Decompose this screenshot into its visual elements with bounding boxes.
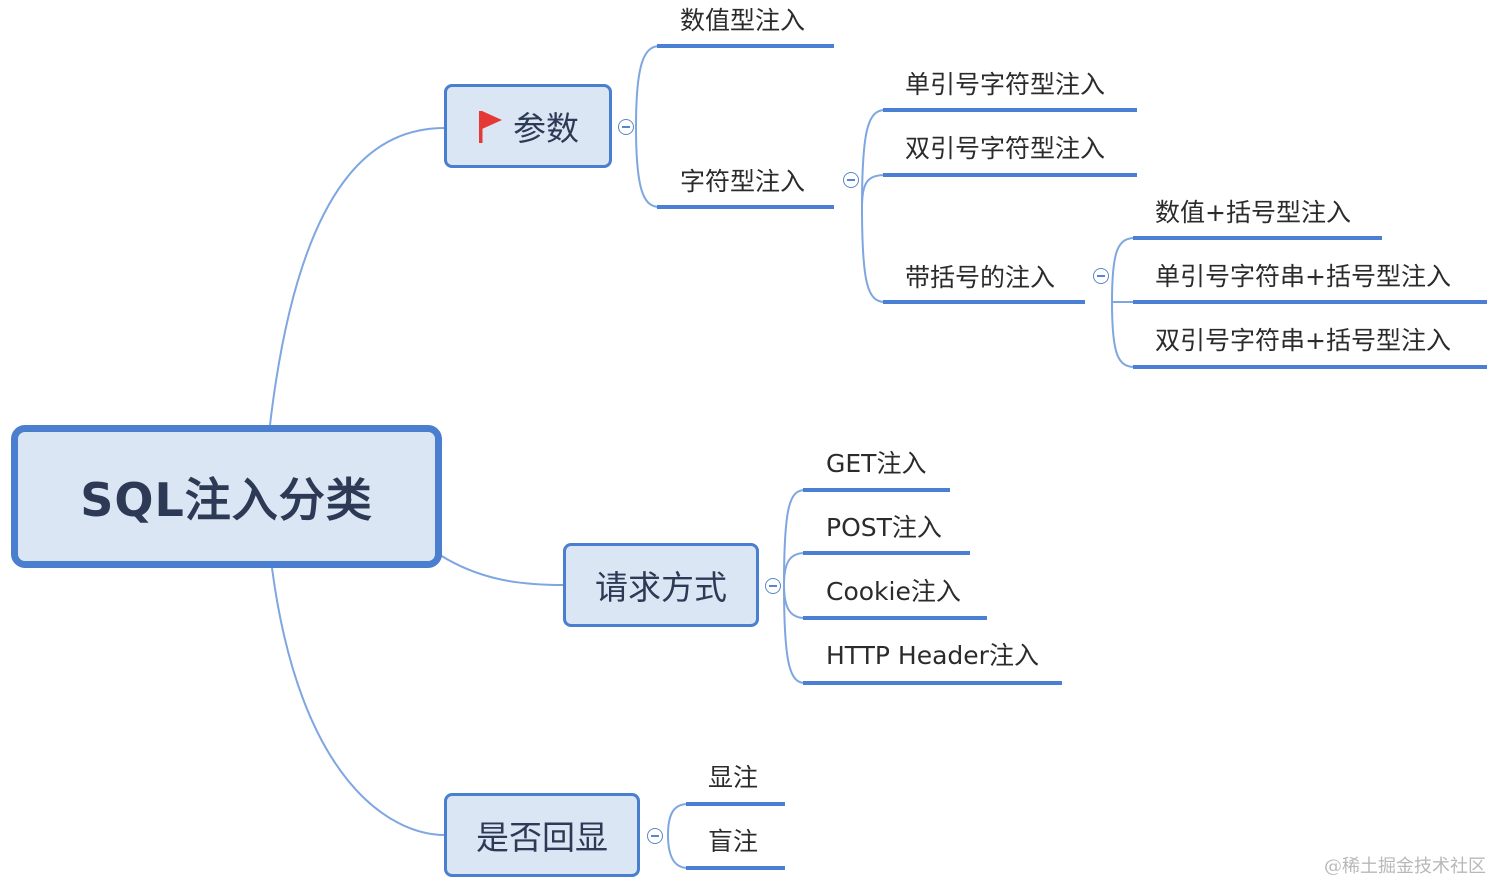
collapse-toggle-string[interactable]	[843, 172, 859, 188]
node-post-injection[interactable]: POST注入	[826, 513, 942, 542]
node-single-bracket-injection[interactable]: 单引号字符串+括号型注入	[1155, 262, 1451, 291]
node-visible-injection[interactable]: 显注	[708, 763, 759, 792]
node-string-injection[interactable]: 字符型注入	[680, 167, 806, 196]
node-blind-injection[interactable]: 盲注	[708, 827, 759, 856]
watermark: @稀土掘金技术社区	[1324, 856, 1486, 877]
red-flag-icon	[479, 111, 502, 143]
node-http-header-injection[interactable]: HTTP Header注入	[826, 641, 1039, 670]
collapse-toggle-echo[interactable]	[647, 828, 663, 844]
connector-request-cookie	[783, 584, 806, 619]
connector-bracket-numeric	[1111, 237, 1136, 303]
node-single-quote-injection[interactable]: 单引号字符型注入	[905, 70, 1106, 99]
node-cookie-injection[interactable]: Cookie注入	[826, 577, 961, 606]
connector-root-params	[269, 127, 446, 426]
connector-request-post	[783, 552, 806, 586]
branch-node-request[interactable]: 请求方式	[563, 543, 759, 627]
connector-bracket-double	[1111, 301, 1136, 368]
connector-request-get	[783, 489, 806, 586]
root-node-label: SQL注入分类	[80, 472, 373, 527]
connector-string-double	[861, 174, 886, 208]
node-bracket-injection[interactable]: 带括号的注入	[905, 263, 1056, 292]
collapse-toggle-request[interactable]	[765, 578, 781, 594]
connector-echo-blind	[667, 834, 689, 869]
branch-node-params[interactable]: 参数	[444, 84, 612, 168]
branch-label-request: 请求方式	[595, 568, 727, 607]
node-numeric-bracket-injection[interactable]: 数值+括号型注入	[1155, 198, 1351, 227]
connector-root-echo	[271, 567, 446, 836]
connector-request-header	[783, 584, 806, 684]
connector-params-numeric	[635, 45, 661, 128]
connector-echo-visible	[667, 803, 689, 836]
collapse-toggle-bracket[interactable]	[1093, 268, 1109, 284]
node-numeric-injection[interactable]: 数值型注入	[680, 6, 806, 35]
connector-string-bracket	[861, 206, 886, 303]
connector-root-request	[439, 554, 564, 586]
connector-params-string	[635, 126, 661, 208]
node-double-bracket-injection[interactable]: 双引号字符串+括号型注入	[1155, 326, 1451, 355]
collapse-toggle-params[interactable]	[618, 119, 634, 135]
node-get-injection[interactable]: GET注入	[826, 449, 927, 478]
connector-string-single	[861, 109, 886, 208]
branch-label-echo: 是否回显	[476, 818, 608, 857]
branch-node-echo[interactable]: 是否回显	[444, 793, 640, 877]
node-double-quote-injection[interactable]: 双引号字符型注入	[905, 134, 1106, 163]
root-node[interactable]: SQL注入分类	[11, 425, 442, 568]
branch-label-params: 参数	[513, 109, 579, 148]
